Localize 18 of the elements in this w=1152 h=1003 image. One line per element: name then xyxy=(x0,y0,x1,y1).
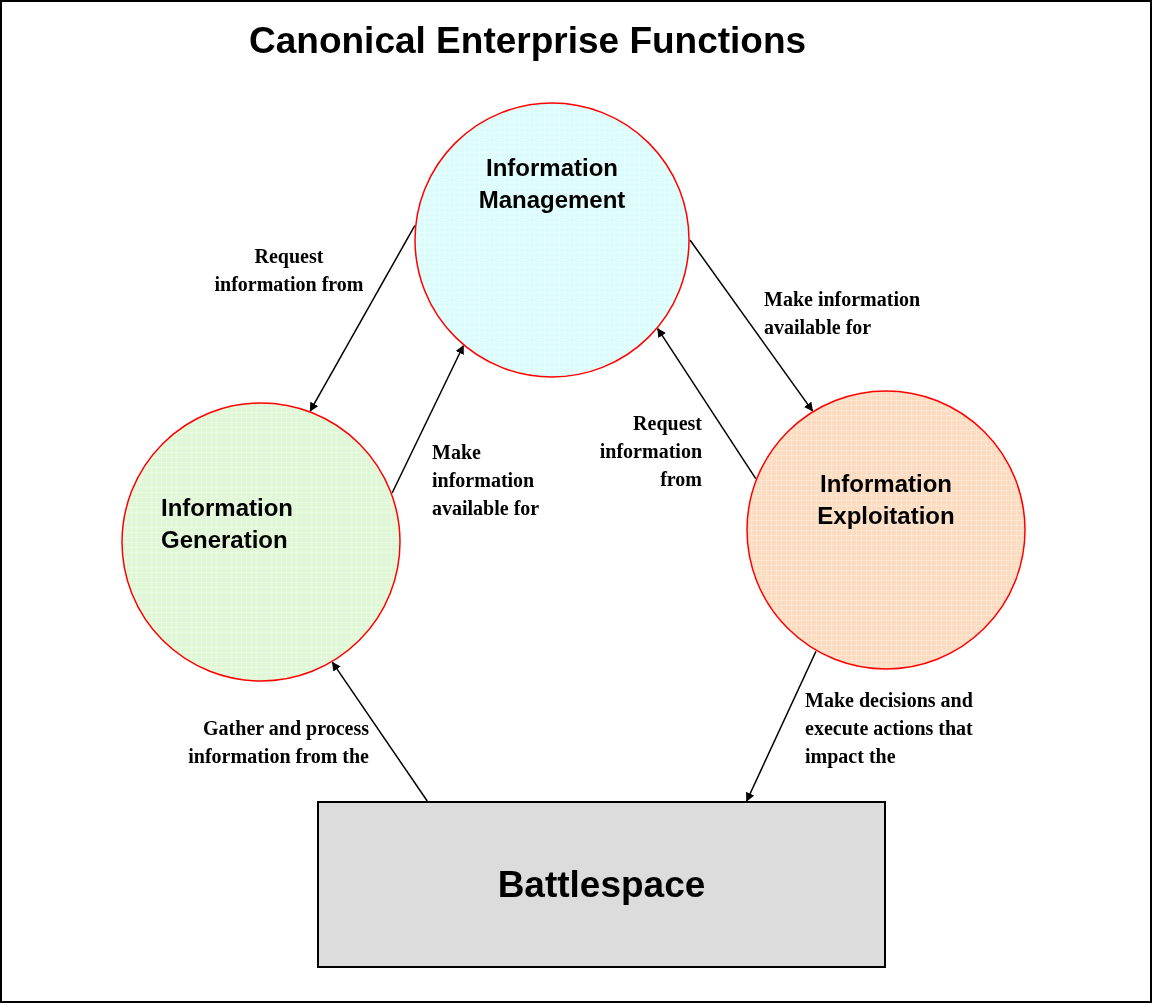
edge-label: Gather and process information from the xyxy=(187,716,369,769)
edge-label: Request information from xyxy=(213,244,365,297)
node-label: Information Management xyxy=(477,153,627,215)
process-box xyxy=(317,801,886,968)
arrow xyxy=(656,327,757,480)
edge-label: Make information available for xyxy=(432,440,541,521)
edge-label: Make information available for xyxy=(764,287,922,340)
edge-label: Request information from xyxy=(598,411,702,492)
arrow xyxy=(391,344,465,494)
edge-label: Make decisions and execute actions that impact the xyxy=(805,688,974,770)
arrow xyxy=(689,239,814,412)
node-label: Battlespace xyxy=(497,862,706,907)
arrow xyxy=(309,224,416,412)
node-label: Information Generation xyxy=(161,493,294,555)
arrow xyxy=(331,661,428,802)
arrow xyxy=(745,650,817,802)
diagram-title: Canonical Enterprise Functions xyxy=(249,19,807,63)
node-label: Information Exploitation xyxy=(816,469,956,531)
